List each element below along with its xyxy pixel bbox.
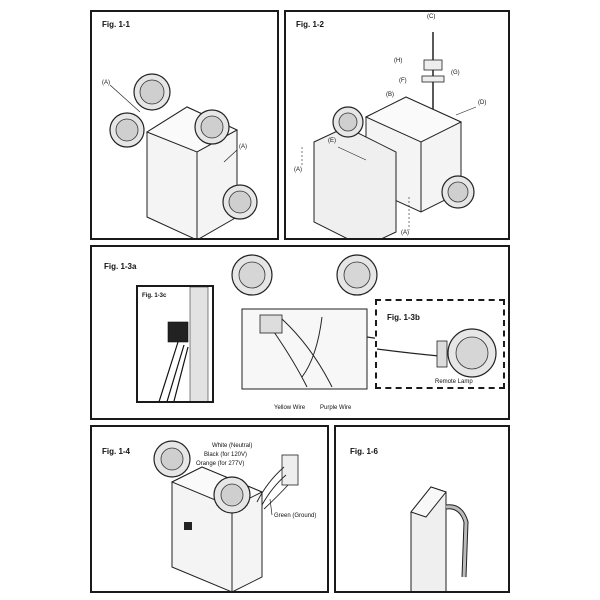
fig-1-2-drawing (301, 32, 477, 238)
fig-1-2-label-b: (B) (386, 92, 394, 98)
fig-1-3b-remote-lamp-label: Remote Lamp (435, 379, 473, 385)
fig-1-2-label-f: (F) (399, 78, 407, 84)
fig-1-3a-title: Fig. 1-3a (104, 262, 137, 271)
fig-1-6-title: Fig. 1-6 (350, 447, 379, 456)
fig-1-2-label-a2: (A) (401, 230, 409, 236)
fig-1-4-wire-white: White (Neutral) (212, 443, 253, 449)
fig-1-4-drawing (153, 440, 299, 591)
fig-1-4-wire-black: Black (for 120V) (204, 452, 248, 458)
panel-fig-1-3a: Fig. 1-3a Yellow Wire Purple Wire Fig. 1… (90, 245, 510, 420)
fig-1-3b-drawing (377, 328, 497, 378)
inset-fig-1-3c: Fig. 1-3c (136, 285, 214, 403)
fig-1-4-wire-green: Green (Ground) (274, 513, 317, 519)
fig-1-3a-drawing (231, 254, 438, 390)
fig-1-3c-title: Fig. 1-3c (142, 293, 167, 299)
fig-1-3b-title: Fig. 1-3b (387, 313, 420, 322)
fig-1-4-wire-orange: Orange (for 277V) (196, 461, 245, 467)
fig-1-1-label-a1: (A) (102, 80, 110, 86)
fig-1-2-label-c: (C) (427, 14, 436, 20)
fig-1-2-label-e: (E) (328, 138, 336, 144)
fig-1-2-label-g: (G) (451, 70, 460, 76)
fig-1-2-label-a1: (A) (294, 167, 302, 173)
fig-1-2-title: Fig. 1-2 (296, 20, 325, 29)
fig-1-1-drawing (109, 73, 258, 238)
fig-1-1-label-a2: (A) (239, 144, 247, 150)
fig-1-3a-yellow-wire: Yellow Wire (274, 405, 306, 411)
panel-fig-1-4: Fig. 1-4 White (Neutral) Black (for 120V… (90, 425, 329, 593)
fig-1-3a-purple-wire: Purple Wire (320, 405, 352, 411)
fig-1-3c-drawing (158, 287, 209, 401)
panel-fig-1-1: Fig. 1-1 (A) (A) (90, 10, 279, 240)
inset-fig-1-3b: Fig. 1-3b Remote Lamp (375, 299, 505, 389)
panel-fig-1-6: Fig. 1-6 (334, 425, 510, 593)
fig-1-2-label-h: (H) (394, 58, 403, 64)
fig-1-2-label-d: (D) (478, 100, 487, 106)
panel-fig-1-2: Fig. 1-2 (C) (H) (G) (F) (B) (D) (E) (A)… (284, 10, 510, 240)
fig-1-6-drawing (410, 486, 469, 591)
fig-1-4-title: Fig. 1-4 (102, 447, 131, 456)
fig-1-1-title: Fig. 1-1 (102, 20, 131, 29)
